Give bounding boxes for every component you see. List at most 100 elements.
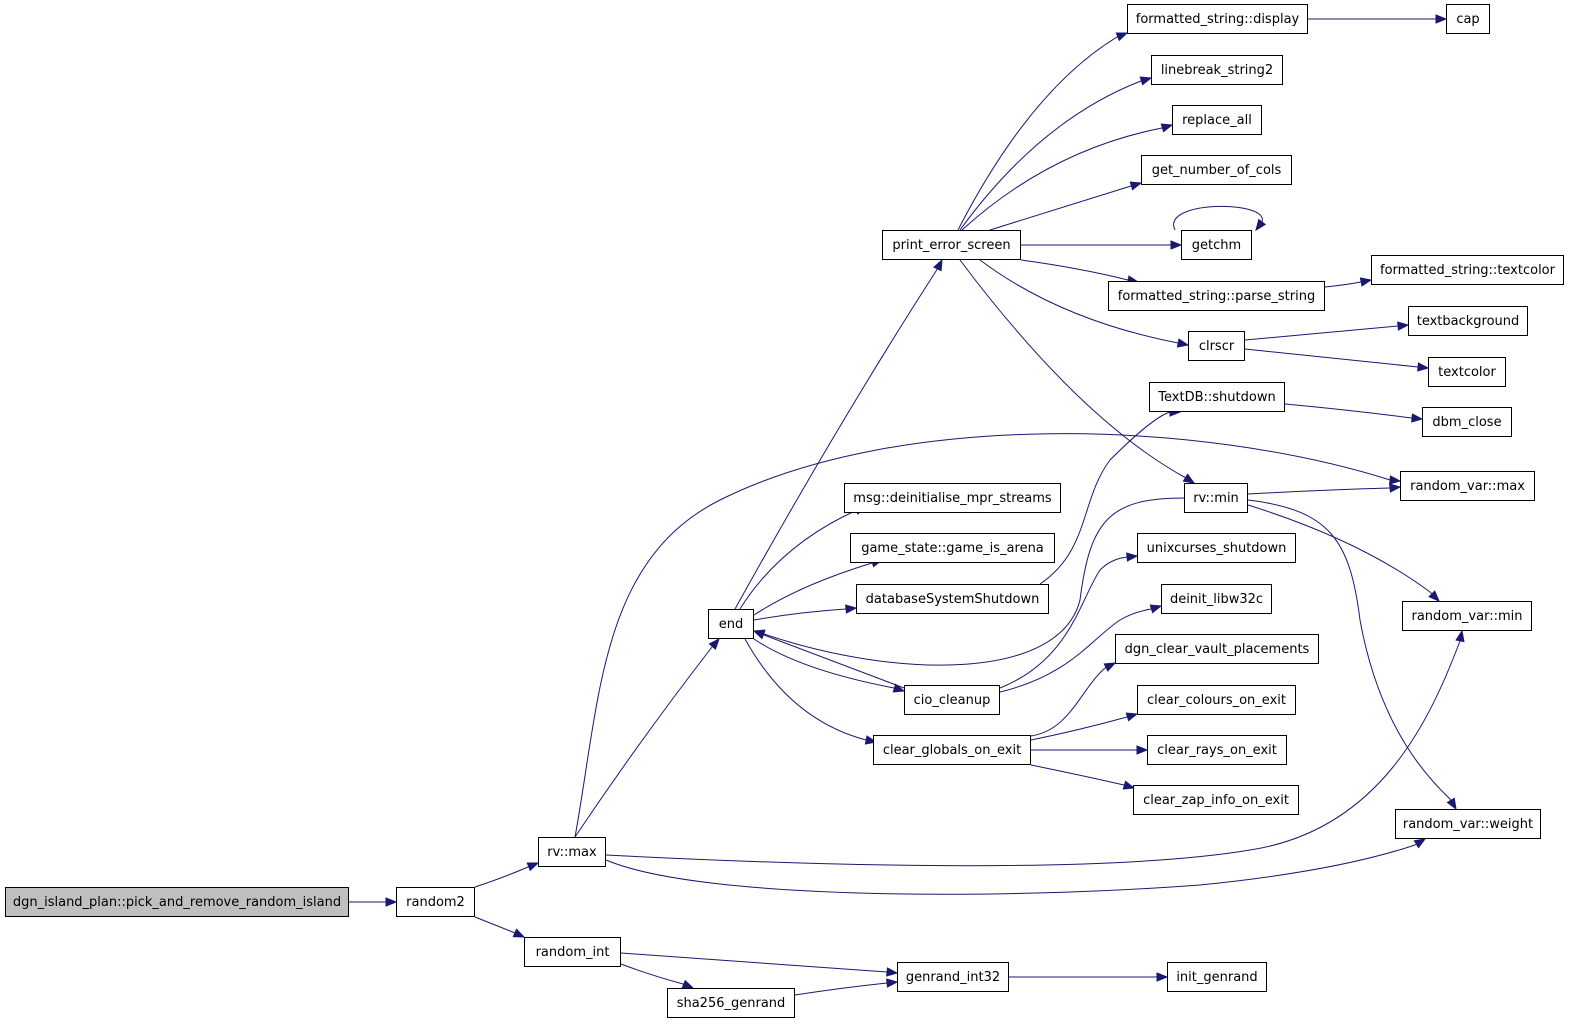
arrowhead [1389,483,1402,493]
edge-random2-rvmax [474,862,540,888]
node-croe[interactable]: clear_rays_on_exit [1147,735,1287,765]
arrowhead [1397,321,1410,331]
edge-random-int-sha [620,963,695,989]
arrowhead [752,629,766,639]
node-gnc[interactable]: get_number_of_cols [1141,155,1292,185]
edge-clrscr-textbackground [1244,321,1410,341]
node-dgncvp[interactable]: dgn_clear_vault_placements [1115,634,1319,664]
edge-cgoe-dgncvp [1030,662,1117,737]
edge-cio-deinit [999,604,1163,693]
arrowhead [845,604,858,614]
edge-pick-random2 [349,897,398,907]
node-replace-all[interactable]: replace_all [1172,105,1262,135]
node-ucs[interactable]: unixcurses_shutdown [1137,533,1296,563]
node-deinit[interactable]: deinit_libw32c [1161,584,1272,614]
edge-random-int-genrand [620,952,899,977]
node-genrand[interactable]: genrand_int32 [897,962,1009,992]
node-clrscr[interactable]: clrscr [1188,331,1245,361]
arrowhead [1417,362,1430,372]
node-rvmax[interactable]: rv::max [538,837,606,867]
node-czoe[interactable]: clear_zap_info_on_exit [1133,785,1299,815]
edge-cgoe-croe [1031,745,1149,755]
node-rvar-min[interactable]: random_var::min [1402,601,1532,631]
arrowhead [1170,240,1183,250]
arrowhead [1428,590,1440,602]
node-ccoe[interactable]: clear_colours_on_exit [1137,685,1296,715]
node-cgoe[interactable]: clear_globals_on_exit [873,735,1031,765]
node-init-genrand[interactable]: init_genrand [1167,962,1267,992]
arrowhead [1125,712,1139,722]
edge-fsdisplay-cap [1308,14,1448,24]
node-textbackground[interactable]: textbackground [1408,306,1528,336]
edge-rvmax-rvar-max [574,433,1402,838]
edge-end-pes [734,258,943,610]
edge-cgoe-ccoe [1030,712,1139,741]
node-random-int[interactable]: random_int [524,937,621,967]
edge-pes-replace-all [961,123,1174,231]
node-cio[interactable]: cio_cleanup [904,685,1000,715]
edge-rvmax-rvar-min [605,629,1465,867]
node-pes[interactable]: print_error_screen [882,230,1021,260]
edge-random2-random-int [474,916,526,938]
node-textcolor[interactable]: textcolor [1428,357,1506,387]
edge-rvmax-end [574,637,720,838]
arrowhead [1182,473,1196,484]
arrowhead [1455,629,1465,643]
edge-pes-getchm [1021,240,1183,250]
arrowhead [1103,662,1117,672]
node-end[interactable]: end [708,609,754,639]
edge-pes-fsdisplay [957,32,1129,231]
node-rvar-weight[interactable]: random_var::weight [1395,809,1541,839]
edge-pes-gnc [989,181,1143,231]
edge-cio-ucs [999,552,1139,689]
node-dbss[interactable]: databaseSystemShutdown [856,584,1049,614]
arrowhead [892,683,906,693]
arrowhead [1129,181,1143,191]
node-pick[interactable]: dgn_island_plan::pick_and_remove_random_… [5,887,349,917]
arrowhead [1446,797,1457,811]
node-sha[interactable]: sha256_genrand [667,988,795,1018]
arrowhead [1126,552,1139,562]
node-msg[interactable]: msg::deinitialise_mpr_streams [844,483,1061,513]
node-fsdisplay[interactable]: formatted_string::display [1127,4,1308,34]
arrowhead [933,258,943,272]
arrowhead [526,862,540,872]
node-rvar-max[interactable]: random_var::max [1400,471,1535,501]
arrowhead [1255,218,1267,232]
edge-pes-rvmin [959,259,1196,484]
edge-cio-end [752,630,905,689]
edge-getchm-getchm [1173,205,1267,232]
node-dbm-close[interactable]: dbm_close [1422,407,1512,437]
node-fsparse[interactable]: formatted_string::parse_string [1108,281,1325,311]
edge-end-msg [739,505,868,610]
arrowhead [1139,76,1153,86]
arrowhead [1411,413,1424,423]
arrowhead [1136,745,1149,755]
node-cap[interactable]: cap [1446,4,1490,34]
node-getchm[interactable]: getchm [1181,230,1252,260]
edge-cgoe-czoe [1030,764,1136,790]
arrowhead [1389,475,1402,485]
arrowhead [1435,14,1448,24]
arrowhead [1122,780,1136,790]
arrowhead [1149,604,1163,614]
edge-sha-genrand [794,978,899,996]
node-random2[interactable]: random2 [396,887,475,917]
arrowhead [1156,972,1169,982]
edge-end-dbss [753,604,858,621]
arrowhead [385,897,398,907]
node-gsarena[interactable]: game_state::game_is_arena [850,533,1055,563]
arrowhead [886,978,899,988]
node-lb2[interactable]: linebreak_string2 [1151,55,1283,85]
arrowhead [1359,277,1373,287]
edge-rvmin-rvar-max [1247,483,1402,495]
edge-pes-lb2 [959,76,1153,231]
node-tdbshut[interactable]: TextDB::shutdown [1149,382,1285,412]
arrowhead [681,979,695,989]
arrowhead [1160,123,1174,133]
node-fstextcolor[interactable]: formatted_string::textcolor [1371,255,1564,285]
node-rvmin[interactable]: rv::min [1184,483,1248,513]
edge-pes-clrscr [979,259,1190,348]
arrowhead [1115,32,1129,42]
